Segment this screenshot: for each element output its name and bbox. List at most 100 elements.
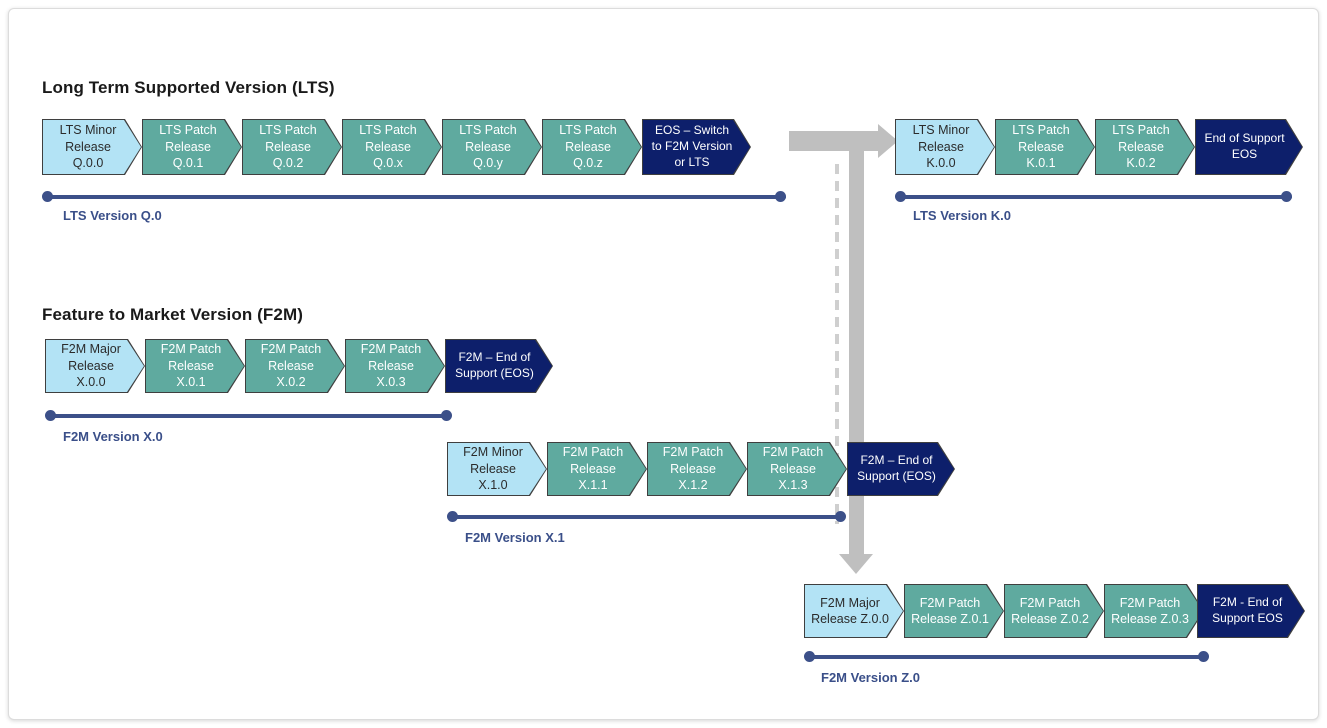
node-body: F2M Patch Release X.0.1	[146, 340, 244, 392]
timeline-lts-q0	[45, 195, 786, 199]
node-f2m-x0-eos[interactable]: F2M – End of Support (EOS)	[445, 339, 553, 393]
node-f2m-z0-eos[interactable]: F2M - End of Support EOS	[1197, 584, 1305, 638]
section-title-f2m: Feature to Market Version (F2M)	[42, 305, 303, 324]
timeline-label-lts-k0: LTS Version K.0	[913, 208, 1012, 223]
node-line1: LTS Minor	[59, 123, 117, 138]
node-line2: Release Q.0.z	[565, 139, 611, 171]
node-lts-q0-eos[interactable]: EOS – Switch to F2M Version or LTS	[642, 119, 751, 175]
node-line2: Support EOS	[1212, 611, 1283, 625]
node-lts-k0-eos[interactable]: End of Support EOS	[1195, 119, 1303, 175]
node-line1: LTS Patch	[359, 123, 417, 138]
timeline-f2m-x1	[450, 515, 844, 519]
node-f2m-x003[interactable]: F2M Patch Release X.0.3	[345, 339, 445, 393]
node-f2m-z003[interactable]: F2M Patch Release Z.0.3	[1104, 584, 1204, 638]
node-line2: Release X.0.1	[168, 358, 214, 390]
node-line2: Support (EOS)	[455, 366, 534, 380]
node-lts-q00[interactable]: LTS Minor Release Q.0.0	[42, 119, 142, 175]
node-lts-k00[interactable]: LTS Minor Release K.0.0	[895, 119, 995, 175]
timeline-lts-k0	[898, 195, 1292, 199]
node-body: LTS Patch Release Q.0.2	[243, 120, 341, 174]
node-lts-q002[interactable]: LTS Patch Release Q.0.2	[242, 119, 342, 175]
node-line2: Release Q.0.1	[165, 139, 211, 171]
node-line2: Release Q.0.x	[365, 139, 411, 171]
node-body: F2M Major Release Z.0.0	[805, 585, 903, 637]
node-line1: LTS Patch	[1012, 123, 1070, 138]
node-line2: Release Z.0.1	[911, 612, 989, 626]
node-line2: Release X.0.3	[368, 358, 414, 390]
node-line1: F2M - End of	[1212, 595, 1283, 610]
node-lts-q00z[interactable]: LTS Patch Release Q.0.z	[542, 119, 642, 175]
node-line3: or LTS	[674, 154, 710, 169]
node-f2m-x112[interactable]: F2M Patch Release X.1.2	[647, 442, 747, 496]
node-body: End of Support EOS	[1196, 120, 1302, 174]
node-lts-q00y[interactable]: LTS Patch Release Q.0.y	[442, 119, 542, 175]
node-line1: LTS Patch	[159, 123, 217, 138]
node-f2m-x000[interactable]: F2M Major Release X.0.0	[45, 339, 145, 393]
node-line2: Release X.0.2	[268, 358, 314, 390]
node-body: LTS Patch Release Q.0.1	[143, 120, 241, 174]
node-lts-q001[interactable]: LTS Patch Release Q.0.1	[142, 119, 242, 175]
node-line1: LTS Patch	[559, 123, 617, 138]
node-f2m-x001[interactable]: F2M Patch Release X.0.1	[145, 339, 245, 393]
node-f2m-x111[interactable]: F2M Patch Release X.1.1	[547, 442, 647, 496]
node-f2m-x002[interactable]: F2M Patch Release X.0.2	[245, 339, 345, 393]
node-lts-q00x[interactable]: LTS Patch Release Q.0.x	[342, 119, 442, 175]
timeline-start-dot	[42, 191, 53, 202]
node-f2m-x1-eos[interactable]: F2M – End of Support (EOS)	[847, 442, 955, 496]
node-line2: EOS	[1231, 147, 1258, 161]
timeline-start-dot	[447, 511, 458, 522]
node-body: F2M Patch Release Z.0.3	[1105, 585, 1203, 637]
node-line1: F2M Patch	[919, 595, 981, 610]
node-f2m-z000[interactable]: F2M Major Release Z.0.0	[804, 584, 904, 638]
node-line2: Release Q.0.0	[65, 139, 111, 171]
section-title-lts: Long Term Supported Version (LTS)	[42, 78, 335, 97]
timeline-start-dot	[804, 651, 815, 662]
node-line1: F2M Patch	[562, 445, 624, 460]
node-body: LTS Minor Release Q.0.0	[43, 120, 141, 174]
dashed-divider-line	[835, 164, 839, 524]
node-line2: Release Z.0.3	[1111, 612, 1189, 626]
node-lts-k001[interactable]: LTS Patch Release K.0.1	[995, 119, 1095, 175]
node-f2m-x113[interactable]: F2M Patch Release X.1.3	[747, 442, 847, 496]
node-f2m-z001[interactable]: F2M Patch Release Z.0.1	[904, 584, 1004, 638]
node-body: F2M Patch Release X.1.2	[648, 443, 746, 495]
node-body: F2M Minor Release X.1.0	[448, 443, 546, 495]
node-line1: F2M Patch	[662, 445, 724, 460]
node-body: F2M – End of Support (EOS)	[848, 443, 954, 495]
node-line2: Release X.1.3	[770, 461, 816, 493]
connector-horizontal-bar	[789, 131, 881, 151]
connector-down-arrowhead	[839, 554, 873, 574]
node-body: EOS – Switch to F2M Version or LTS	[643, 120, 750, 174]
node-line2: Release Z.0.0	[811, 612, 889, 626]
connector-right-arrowhead	[878, 124, 898, 158]
node-line2: Release X.1.0	[470, 461, 516, 493]
node-lts-k002[interactable]: LTS Patch Release K.0.2	[1095, 119, 1195, 175]
node-line1: F2M Patch	[160, 342, 222, 357]
node-body: F2M Patch Release X.1.1	[548, 443, 646, 495]
node-line1: LTS Patch	[459, 123, 517, 138]
node-body: F2M – End of Support (EOS)	[446, 340, 552, 392]
node-body: F2M Patch Release X.1.3	[748, 443, 846, 495]
node-line1: End of Support	[1204, 131, 1285, 146]
node-body: F2M Patch Release X.0.3	[346, 340, 444, 392]
node-body: LTS Patch Release Q.0.z	[543, 120, 641, 174]
timeline-end-dot	[835, 511, 846, 522]
timeline-start-dot	[895, 191, 906, 202]
node-line2: Release K.0.0	[918, 139, 964, 171]
node-line1: F2M Major	[820, 595, 880, 610]
node-line1: F2M Patch	[762, 445, 824, 460]
node-body: LTS Patch Release K.0.2	[1096, 120, 1194, 174]
node-line2: Release Q.0.y	[465, 139, 511, 171]
node-body: F2M Patch Release Z.0.2	[1005, 585, 1103, 637]
node-line1: F2M – End of	[860, 453, 933, 468]
node-line2: Release X.1.2	[670, 461, 716, 493]
node-line1: F2M Patch	[360, 342, 422, 357]
timeline-label-f2m-z0: F2M Version Z.0	[821, 670, 920, 685]
node-body: LTS Patch Release Q.0.y	[443, 120, 541, 174]
node-line2: Release K.0.2	[1118, 139, 1164, 171]
node-body: LTS Patch Release Q.0.x	[343, 120, 441, 174]
timeline-f2m-z0	[807, 655, 1207, 659]
node-f2m-z002[interactable]: F2M Patch Release Z.0.2	[1004, 584, 1104, 638]
node-body: LTS Patch Release K.0.1	[996, 120, 1094, 174]
node-f2m-x110[interactable]: F2M Minor Release X.1.0	[447, 442, 547, 496]
